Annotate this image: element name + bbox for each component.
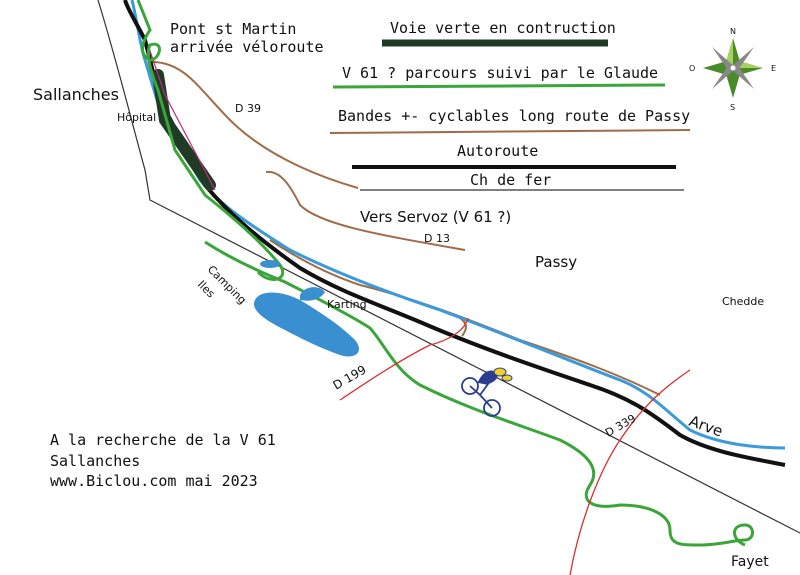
road-d39 [151,61,359,189]
label-d39: D 39 [235,102,261,115]
compass-rose-icon [703,38,763,98]
caption-line3: www.Biclou.com mai 2023 [50,472,258,490]
label-fayet: Fayet [731,554,769,570]
legend-autoroute-label: Autoroute [457,142,538,160]
legend-ch-fer-label: Ch de fer [470,171,551,189]
label-pont-st-martin: Pont st Martin [170,20,296,38]
road-d339 [569,369,691,575]
caption-line1: A la recherche de la V 61 [50,431,276,449]
lake-small [260,260,280,268]
v61-route [136,0,754,547]
lake-large [254,292,360,357]
road-d199 [339,317,469,401]
pink-line [147,44,216,191]
legend-bandes-label: Bandes +- cyclables long route de Passy [338,107,690,125]
road-d13 [265,170,466,251]
legend-v61-line [332,83,666,89]
label-vers-servoz: Vers Servoz (V 61 ?) [360,208,511,226]
label-hopital: Hôpital [117,111,156,124]
compass-n: N [730,27,736,36]
lake-medium [300,287,325,301]
label-arrivee-veloroute: arrivée véloroute [170,38,324,56]
compass-o: O [689,64,695,73]
label-karting: Karting [327,298,367,311]
legend-voie-verte-label: Voie verte en contruction [390,19,616,37]
compass-e: E [771,64,776,73]
compass-s: S [730,103,735,112]
railway-line [97,0,800,534]
label-sallanches: Sallanches [33,85,119,104]
label-passy: Passy [535,253,577,271]
label-d339: D 339 [603,412,638,440]
label-d13: D 13 [424,232,450,245]
label-d199: D 199 [331,362,369,392]
label-chedde: Chedde [722,295,764,308]
legend-bandes-line [329,129,691,134]
legend-v61-label: V 61 ? parcours suivi par le Glaude [342,64,658,82]
caption-line2: Sallanches [50,452,140,470]
cyclist-icon [461,367,513,417]
